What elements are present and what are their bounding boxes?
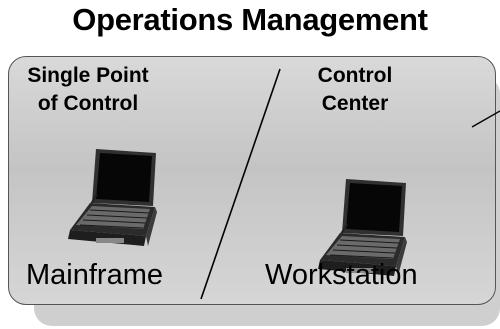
left-heading: Single Point of Control [18,62,158,118]
laptop-icon [68,149,157,246]
laptop-icon [318,179,407,276]
right-heading-line1: Control [317,64,393,87]
right-heading-line2: Center [321,92,389,115]
connector-line [471,110,500,128]
operations-panel [8,56,496,305]
right-heading: Control Center [300,62,410,118]
mainframe-label: Mainframe [26,259,163,291]
workstation-label: Workstation [265,259,418,291]
left-heading-line1: Single Point [27,64,149,87]
diagram-title: Operations Management [72,2,428,37]
left-heading-line2: of Control [37,92,139,115]
divider-line [200,68,281,300]
